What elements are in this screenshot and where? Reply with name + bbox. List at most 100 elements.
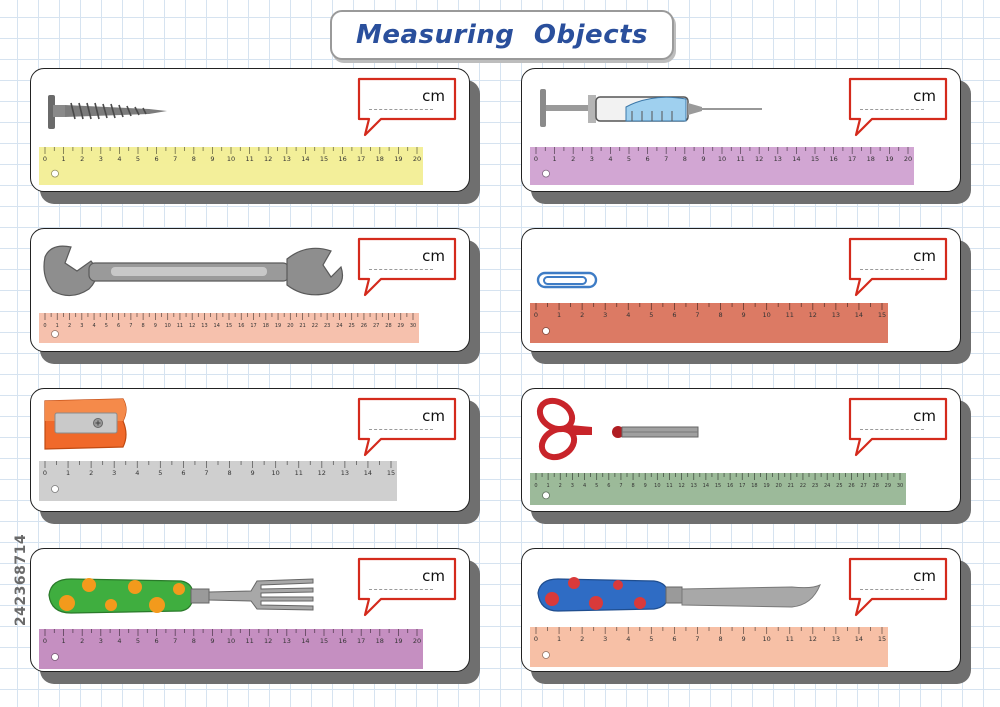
ruler-tick-label: 11 — [786, 635, 794, 643]
unit-label: cm — [422, 567, 445, 585]
ruler-tick-label: 29 — [398, 323, 404, 329]
ruler-tick-label: 1 — [56, 323, 59, 329]
ruler-tick-label: 15 — [320, 155, 328, 163]
wrench-icon — [43, 245, 344, 297]
ruler-tick-label: 19 — [885, 155, 893, 163]
ruler-tick-label: 9 — [210, 637, 214, 645]
ruler-tick-label: 11 — [295, 469, 303, 477]
answer-bubble[interactable]: cm — [355, 235, 459, 297]
ruler-tick-label: 17 — [357, 155, 365, 163]
ruler-tick-label: 13 — [832, 635, 840, 643]
ruler-tick-label: 26 — [361, 323, 367, 329]
ruler-tick-label: 6 — [672, 311, 676, 319]
ruler-tick-label: 2 — [580, 311, 584, 319]
answer-bubble[interactable]: cm — [846, 235, 950, 297]
ruler-tick-label: 1 — [66, 469, 70, 477]
ruler-tick-label: 13 — [201, 323, 207, 329]
ruler-tick-label: 7 — [204, 469, 208, 477]
ruler-tick-label: 20 — [413, 155, 421, 163]
ruler-tick-label: 3 — [571, 483, 574, 489]
ruler-tick-label: 24 — [824, 483, 830, 489]
ruler-tick-label: 3 — [112, 469, 116, 477]
ruler-tick-label: 11 — [736, 155, 744, 163]
ruler-tick-label: 2 — [580, 635, 584, 643]
ruler-tick-label: 12 — [189, 323, 195, 329]
ruler-tick-label: 0 — [43, 155, 47, 163]
answer-field[interactable] — [369, 109, 433, 110]
ruler-tick-label: 7 — [695, 635, 699, 643]
ruler-tick-label: 17 — [739, 483, 745, 489]
ruler-tick-label: 0 — [534, 483, 537, 489]
ruler-tick-label: 4 — [583, 483, 586, 489]
ruler-tick-label: 1 — [62, 637, 66, 645]
paper-clip-icon — [536, 271, 598, 289]
answer-bubble[interactable]: cm — [846, 75, 950, 137]
ruler-tick-label: 8 — [227, 469, 231, 477]
speech-bubble-icon — [848, 237, 948, 297]
ruler-tick-label: 3 — [80, 323, 83, 329]
ruler-tick-label: 28 — [385, 323, 391, 329]
ruler-tick-label: 10 — [164, 323, 170, 329]
answer-field[interactable] — [369, 269, 433, 270]
answer-field[interactable] — [369, 429, 433, 430]
ruler-tick-label: 20 — [904, 155, 912, 163]
ruler-tick-label: 18 — [263, 323, 269, 329]
ruler-tick-label: 13 — [341, 469, 349, 477]
answer-bubble[interactable]: cm — [846, 395, 950, 457]
speech-bubble-icon — [848, 557, 948, 617]
ruler-tick-label: 17 — [357, 637, 365, 645]
speech-bubble-icon — [357, 77, 457, 137]
answer-bubble[interactable]: cm — [355, 75, 459, 137]
ruler-tick-label: 14 — [214, 323, 220, 329]
ruler-tick-label: 0 — [43, 637, 47, 645]
ruler-tick-label: 28 — [873, 483, 879, 489]
ruler-tick-label: 30 — [897, 483, 903, 489]
ruler-tick-label: 16 — [829, 155, 837, 163]
ruler-tick-label: 4 — [117, 637, 121, 645]
answer-field[interactable] — [860, 109, 924, 110]
unit-label: cm — [422, 407, 445, 425]
unit-label: cm — [422, 87, 445, 105]
ruler-tick-label: 10 — [272, 469, 280, 477]
ruler-tick-label: 4 — [626, 311, 630, 319]
ruler-tick-label: 12 — [755, 155, 763, 163]
answer-bubble[interactable]: cm — [846, 555, 950, 617]
ruler-tick-label: 5 — [136, 155, 140, 163]
ruler-tick-label: 21 — [788, 483, 794, 489]
ruler-tick-label: 17 — [250, 323, 256, 329]
screw-icon — [48, 95, 167, 129]
ruler-tick-label: 29 — [885, 483, 891, 489]
ruler-tick-label: 9 — [644, 483, 647, 489]
ruler-tick-label: 12 — [318, 469, 326, 477]
ruler-tick-label: 10 — [763, 311, 771, 319]
answer-field[interactable] — [369, 589, 433, 590]
ruler-hole — [542, 169, 550, 178]
unit-label: cm — [913, 87, 936, 105]
answer-bubble[interactable]: cm — [355, 555, 459, 617]
ruler-tick-label: 1 — [553, 155, 557, 163]
ruler-tick-label: 15 — [715, 483, 721, 489]
ruler-tick-label: 1 — [557, 635, 561, 643]
ruler-tick-label: 14 — [703, 483, 709, 489]
ruler-hole — [51, 485, 59, 493]
answer-field[interactable] — [860, 269, 924, 270]
ruler-tick-label: 11 — [786, 311, 794, 319]
ruler-tick-label: 0 — [534, 311, 538, 319]
answer-field[interactable] — [860, 589, 924, 590]
answer-bubble[interactable]: cm — [355, 395, 459, 457]
ruler-tick-label: 4 — [626, 635, 630, 643]
answer-field[interactable] — [860, 429, 924, 430]
ruler-hole — [542, 491, 550, 500]
ruler-tick-label: 10 — [718, 155, 726, 163]
ruler-tick-label: 0 — [534, 155, 538, 163]
ruler-tick-label: 20 — [775, 483, 781, 489]
ruler-tick-label: 4 — [117, 155, 121, 163]
ruler-tick-label: 27 — [860, 483, 866, 489]
ruler-tick-label: 15 — [226, 323, 232, 329]
syringe-icon — [540, 89, 762, 127]
